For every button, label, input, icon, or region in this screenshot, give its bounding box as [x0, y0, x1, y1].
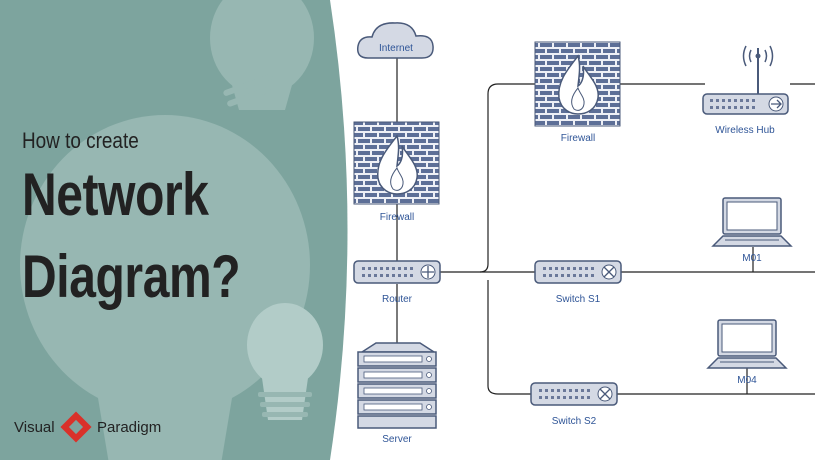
- headline-diagram: Diagram?: [22, 243, 241, 310]
- internet-label: Internet: [379, 43, 413, 54]
- brand-name-visual: Visual: [14, 419, 55, 436]
- switch-s2-label: Switch S2: [552, 416, 597, 427]
- internet-cloud-icon: [356, 22, 434, 59]
- visual-paradigm-logo: [60, 411, 92, 443]
- laptop-icon: [712, 197, 792, 247]
- switch-s1-label: Switch S1: [556, 294, 601, 305]
- server-label: Server: [382, 434, 412, 445]
- lightbulb-icon: [247, 303, 323, 420]
- server-icon: [357, 342, 437, 429]
- m01-label: M01: [742, 253, 762, 264]
- brand-name-paradigm: Paradigm: [97, 419, 162, 436]
- headline-network: Network: [22, 161, 209, 228]
- wireless-hub-label: Wireless Hub: [715, 125, 775, 136]
- m04-label: M04: [737, 375, 757, 386]
- wireless-hub-icon: [702, 45, 789, 115]
- router-label: Router: [382, 294, 413, 305]
- lightbulb-icon: [20, 115, 310, 460]
- router-icon: [353, 260, 441, 284]
- firewall-left-label: Firewall: [380, 212, 414, 223]
- firewall-icon: [534, 41, 621, 127]
- laptop-icon: [707, 319, 787, 369]
- firewall-right-label: Firewall: [561, 133, 595, 144]
- switch-icon: [534, 260, 622, 284]
- switch-icon: [530, 382, 618, 406]
- lightbulb-icon: [210, 0, 314, 110]
- firewall-icon: [353, 121, 440, 205]
- connection-lines: [396, 58, 815, 395]
- headline-intro: How to create: [22, 128, 139, 153]
